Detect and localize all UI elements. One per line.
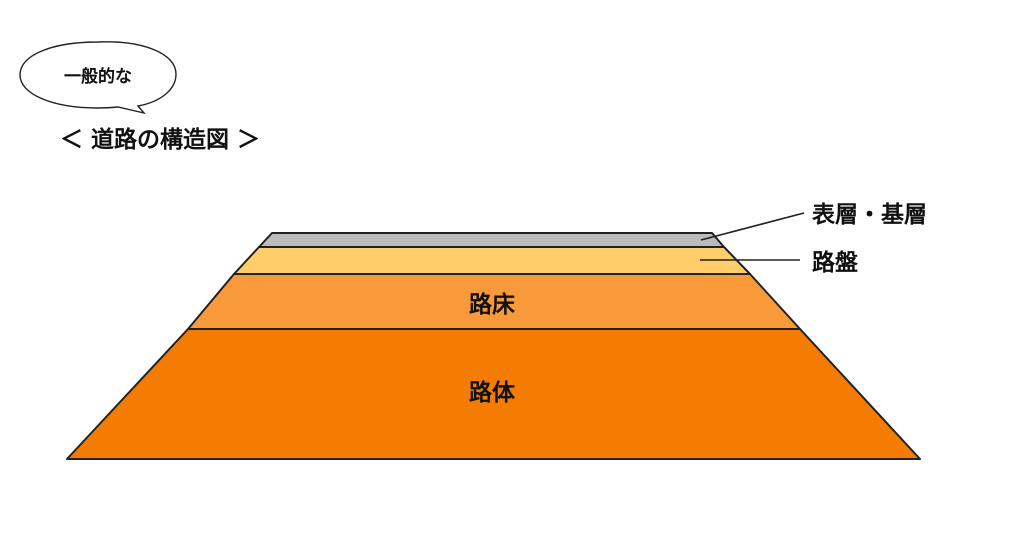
layer-surface: [258, 232, 725, 248]
leader-line-surface: [700, 212, 805, 241]
layer-label-surface: 表層・基層: [812, 202, 927, 228]
speech-bubble-shape: [19, 41, 177, 115]
diagram-title: ＜ 道路の構造図 ＞: [60, 126, 260, 153]
speech-bubble-text: 一般的な: [64, 66, 132, 87]
layer-roadbed: [233, 246, 751, 275]
layer-label-roadbed: 路盤: [812, 249, 859, 276]
speech-bubble: 一般的な: [19, 41, 177, 115]
layer-label-subgrade: 路床: [469, 291, 515, 318]
road-layers: [66, 232, 921, 460]
layer-label-embankment: 路体: [469, 379, 516, 406]
